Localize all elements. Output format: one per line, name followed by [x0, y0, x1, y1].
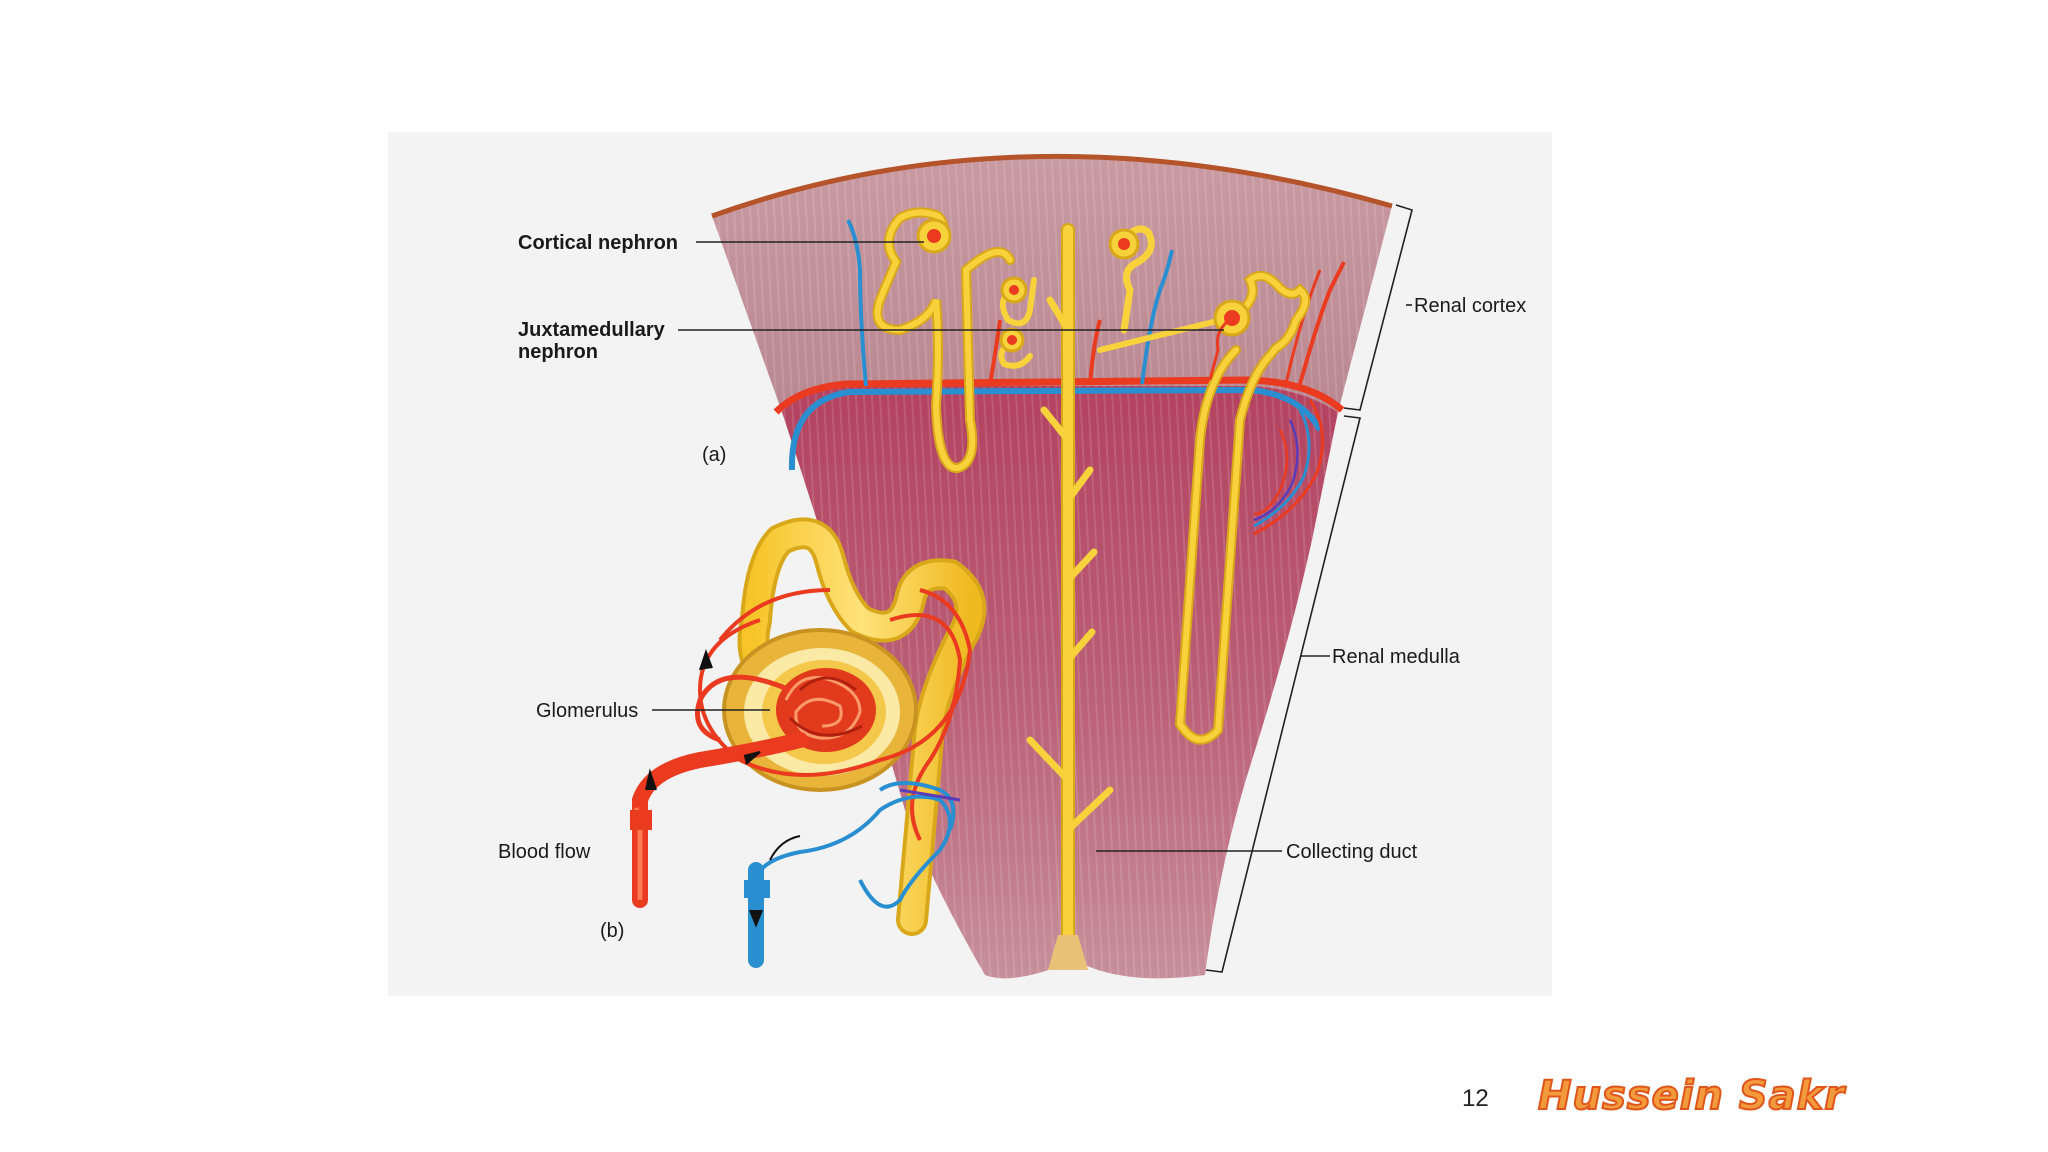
juxtamedullary-nephron	[1097, 270, 1311, 745]
diagram-labels: Cortical nephron Juxtamedullary nephron …	[498, 232, 1526, 942]
cortical-nephron	[872, 207, 1155, 473]
label-part-a: (a)	[702, 444, 726, 466]
page-number: 12	[1462, 1085, 1489, 1112]
label-cortical-nephron: Cortical nephron	[518, 232, 678, 254]
glomerulus-capillaries	[776, 668, 876, 752]
collecting-duct	[1026, 223, 1114, 970]
label-renal-medulla: Renal medulla	[1332, 646, 1461, 668]
label-part-b: (b)	[600, 920, 624, 942]
label-glomerulus: Glomerulus	[536, 700, 638, 722]
label-juxtamedullary-line1: Juxtamedullary	[518, 319, 666, 341]
enlarged-nephron	[630, 517, 987, 968]
renal-cortex-region	[711, 153, 1393, 412]
label-collecting-duct: Collecting duct	[1286, 841, 1418, 863]
leader-lines	[652, 204, 1413, 973]
interlobular-vessels	[846, 219, 1346, 387]
label-renal-cortex: Renal cortex	[1414, 295, 1526, 317]
label-juxtamedullary-line2: nephron	[518, 341, 598, 363]
author-watermark: Hussein Sakr	[1537, 1072, 1845, 1120]
label-blood-flow: Blood flow	[498, 841, 591, 863]
